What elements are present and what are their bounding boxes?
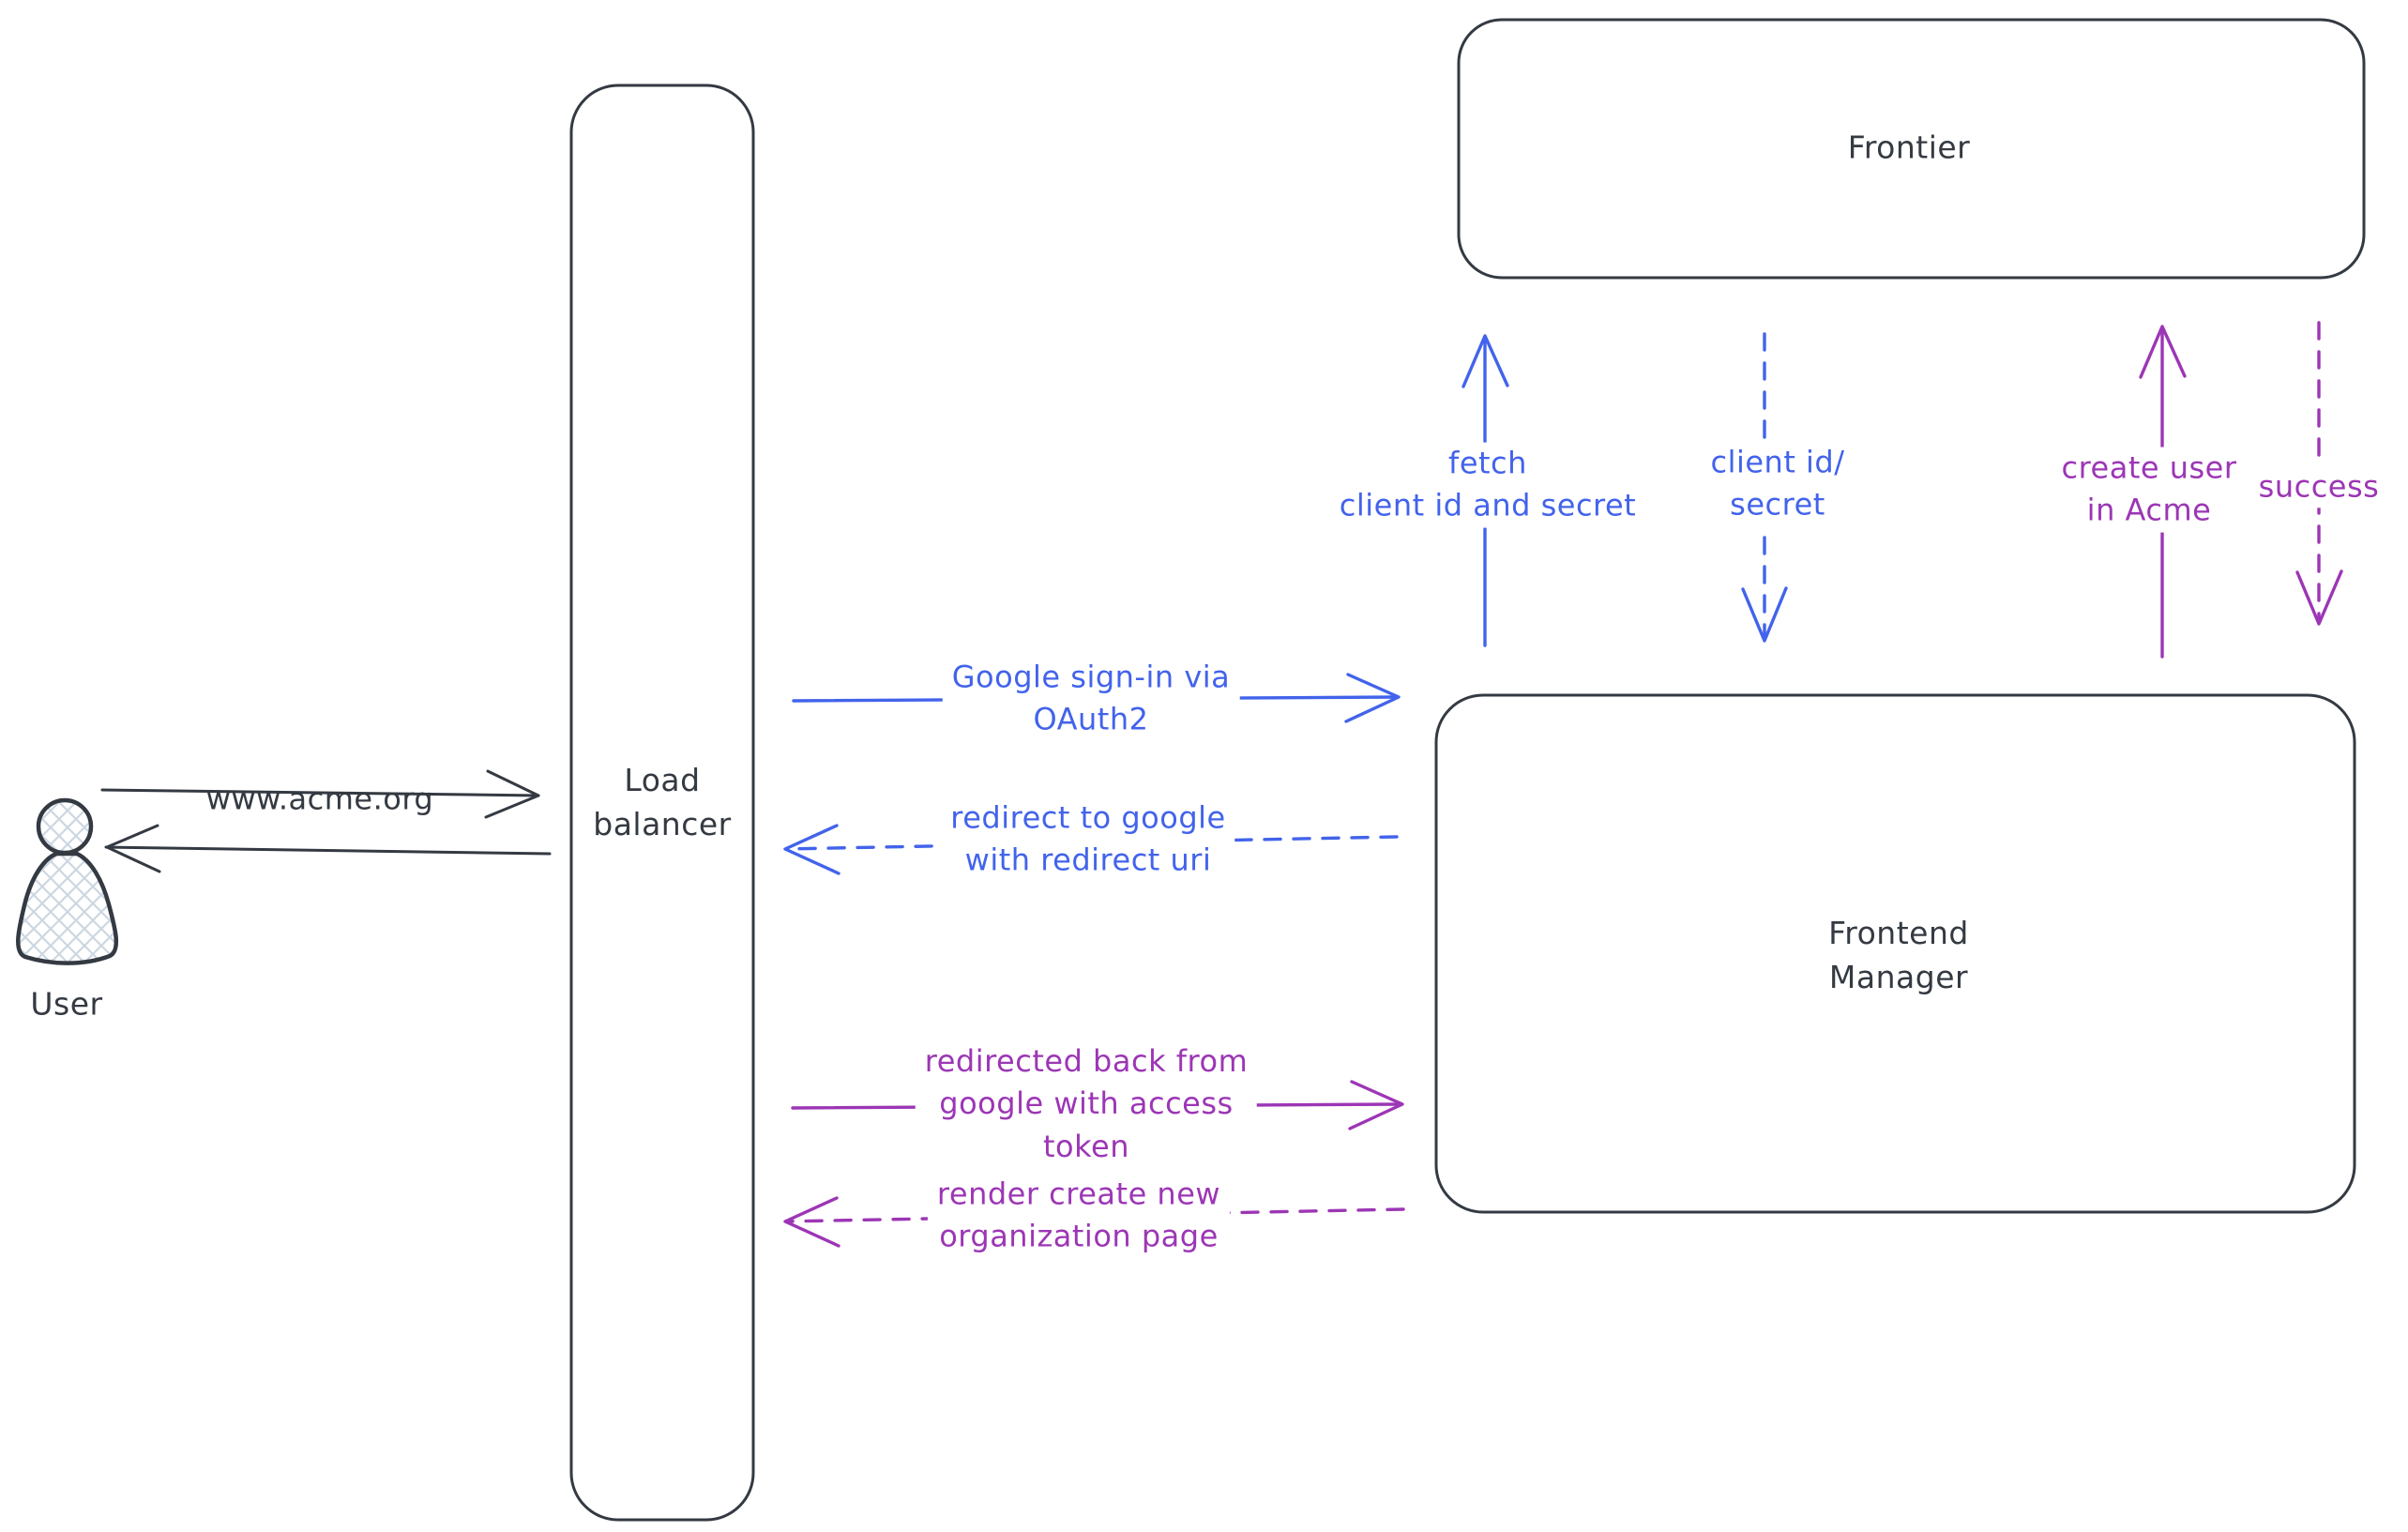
edge-label-redirected-back: redirected back from google with access … xyxy=(915,1039,1258,1169)
arrow-response-to-user xyxy=(104,824,552,873)
edge-label-www-acme: www.acme.org xyxy=(205,781,434,817)
frontier-label: Frontier xyxy=(1847,129,1971,166)
load-balancer-label: Load balancer xyxy=(593,762,732,842)
arrow-render-org-page xyxy=(783,1196,1405,1248)
user-label: User xyxy=(30,985,103,1023)
edge-label-google-signin: Google sign-in via OAuth2 xyxy=(942,656,1240,742)
frontend-manager-label: Frontend Manager xyxy=(1828,915,1969,995)
arrow-www-acme xyxy=(100,769,540,819)
edge-label-success: success xyxy=(2249,465,2389,508)
edge-label-render-org-page: render create new organization page xyxy=(927,1173,1231,1259)
user-figure-icon xyxy=(16,797,119,965)
load-balancer-box xyxy=(569,83,755,1522)
user-body xyxy=(16,851,119,965)
frontend-manager-box xyxy=(1434,693,2356,1214)
edge-label-client-id: client id/ secret xyxy=(1701,441,1855,527)
user-head xyxy=(36,797,94,856)
frontier-box xyxy=(1457,18,2366,280)
edge-label-create-user: create user in Acme xyxy=(2052,447,2247,533)
edge-label-fetch: fetch client id and secret xyxy=(1329,442,1646,528)
edge-label-redirect-google: redirect to google with redirect uri xyxy=(941,796,1235,883)
